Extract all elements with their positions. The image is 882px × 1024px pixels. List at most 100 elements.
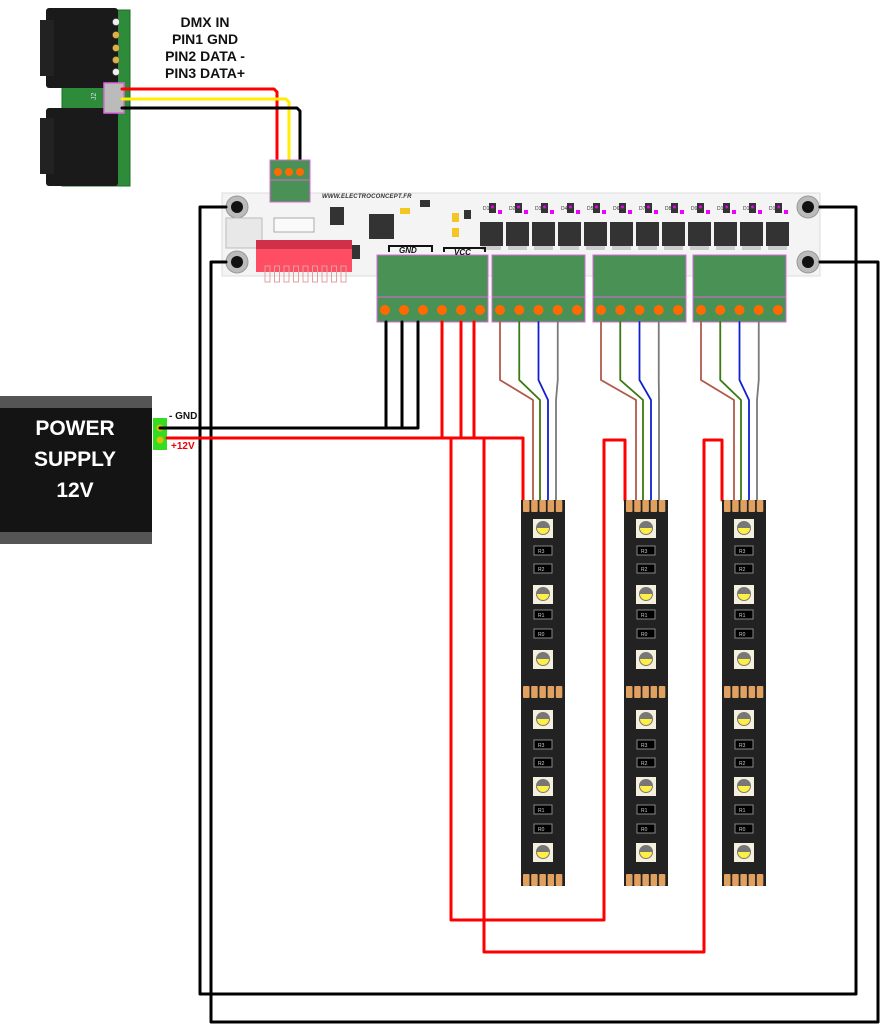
dip-switch-pin (312, 265, 318, 283)
strip-resistor (734, 823, 754, 834)
xlr-bottom-flange (40, 118, 54, 174)
dip-switch-pin (293, 265, 299, 283)
dip-switch-top (256, 240, 352, 249)
channel-led-label: D3 (535, 206, 542, 212)
strip-resistor (734, 757, 754, 768)
mosfet (636, 222, 659, 246)
psu-label-line: SUPPLY (33, 448, 117, 471)
signal-wire-r (700, 321, 735, 501)
resistor-label: R0 (739, 827, 746, 833)
terminal-block-body (692, 254, 787, 298)
channel-led-label: D10 (717, 206, 726, 212)
strip-pad (756, 500, 764, 512)
strip-pad (724, 686, 731, 698)
terminal-block-body (376, 254, 489, 298)
channel-pad (654, 210, 658, 214)
strip-pad (547, 686, 555, 698)
dip-switch-pin (321, 265, 328, 283)
mosfet-tab (638, 246, 657, 250)
led-lens (537, 852, 549, 858)
resistor-label: R2 (641, 567, 648, 573)
j2-ref-label: J2 (91, 93, 98, 101)
strip-pad (748, 874, 756, 886)
mosfet-tab (612, 246, 631, 250)
channel-pad (498, 210, 502, 214)
terminal-pin (773, 305, 783, 315)
mosfet-tab (664, 246, 683, 250)
channel-led-dot (517, 205, 520, 209)
strip-pad (650, 500, 658, 512)
resistor-label: R3 (739, 743, 746, 749)
psu-gnd-terminal-label: - GND (169, 411, 198, 422)
strip-resistor (636, 609, 656, 620)
dmx-wire-data-minus (120, 97, 291, 170)
resistor-label: R0 (641, 827, 648, 833)
terminal-pin (753, 305, 764, 315)
channel-led-dot (491, 205, 494, 209)
resistor-label: R3 (739, 549, 746, 555)
strip-resistor (636, 739, 656, 750)
terminal-pin (495, 305, 505, 315)
strip-pad (531, 500, 538, 512)
strip-resistor (636, 545, 656, 556)
dip-switch-pin (283, 265, 290, 283)
strip-pad (642, 686, 649, 698)
led-lens (537, 719, 549, 725)
strip-resistor (734, 628, 754, 639)
board-stud-hole (231, 256, 243, 268)
strip-pad (626, 500, 633, 512)
dmx-terminal-pin (296, 168, 304, 176)
led-lens (640, 528, 652, 534)
terminal-pin (475, 305, 485, 315)
v12-wire-main (165, 436, 525, 502)
channel-pad (628, 210, 632, 214)
strip-pad (732, 686, 739, 698)
led-lens (537, 594, 549, 600)
terminal-pin (437, 305, 447, 315)
led-lens (738, 528, 750, 534)
gnd-bracket (388, 245, 433, 252)
channel-led-dot (751, 205, 754, 209)
channel-led-label: D12 (769, 206, 778, 212)
strip-pad (740, 686, 747, 698)
channel-led-label: D6 (613, 206, 620, 212)
board-stud-hole (802, 256, 814, 268)
psu-12v-terminal-label: +12V (171, 441, 195, 452)
channel-led-dot (569, 205, 572, 209)
signal-wire-g (619, 321, 644, 501)
vcc-loop-outer (209, 260, 880, 1024)
channel-led-label: D4 (561, 206, 568, 212)
strip-resistor (636, 628, 656, 639)
board-url-silkscreen: WWW.ELECTROCONCEPT.FR (322, 194, 412, 200)
jst-header (273, 217, 315, 233)
led-lens (738, 719, 750, 725)
strip-pad (547, 500, 555, 512)
strip-pad (658, 874, 666, 886)
strip-pad (555, 500, 563, 512)
dip-switch-pin (302, 265, 309, 283)
dmx-connector-module: J2 (40, 8, 131, 187)
resistor-label: R2 (538, 761, 545, 767)
gnd-wire-main (158, 320, 420, 430)
signal-wire-b (638, 321, 652, 501)
terminal-block-screws (376, 296, 489, 323)
strip-resistor (734, 545, 754, 556)
led-lens (738, 594, 750, 600)
mosfet (506, 222, 529, 246)
strip-resistor (533, 823, 553, 834)
channel-pad (576, 210, 580, 214)
terminal-pin (615, 305, 626, 315)
v12-wire-strip-2 (449, 436, 627, 922)
terminal-block-body (592, 254, 687, 298)
psu-terminal (153, 418, 167, 450)
power-terminal-block (376, 254, 489, 323)
strip-pad (555, 874, 563, 886)
strip-resistor (533, 804, 553, 815)
terminal-block-body (491, 254, 586, 298)
dmx-label-line: PIN2 DATA - (165, 48, 245, 64)
dip-switch-pin (331, 265, 337, 283)
cap-c10-bottom (452, 228, 459, 237)
strip-pad (650, 686, 658, 698)
